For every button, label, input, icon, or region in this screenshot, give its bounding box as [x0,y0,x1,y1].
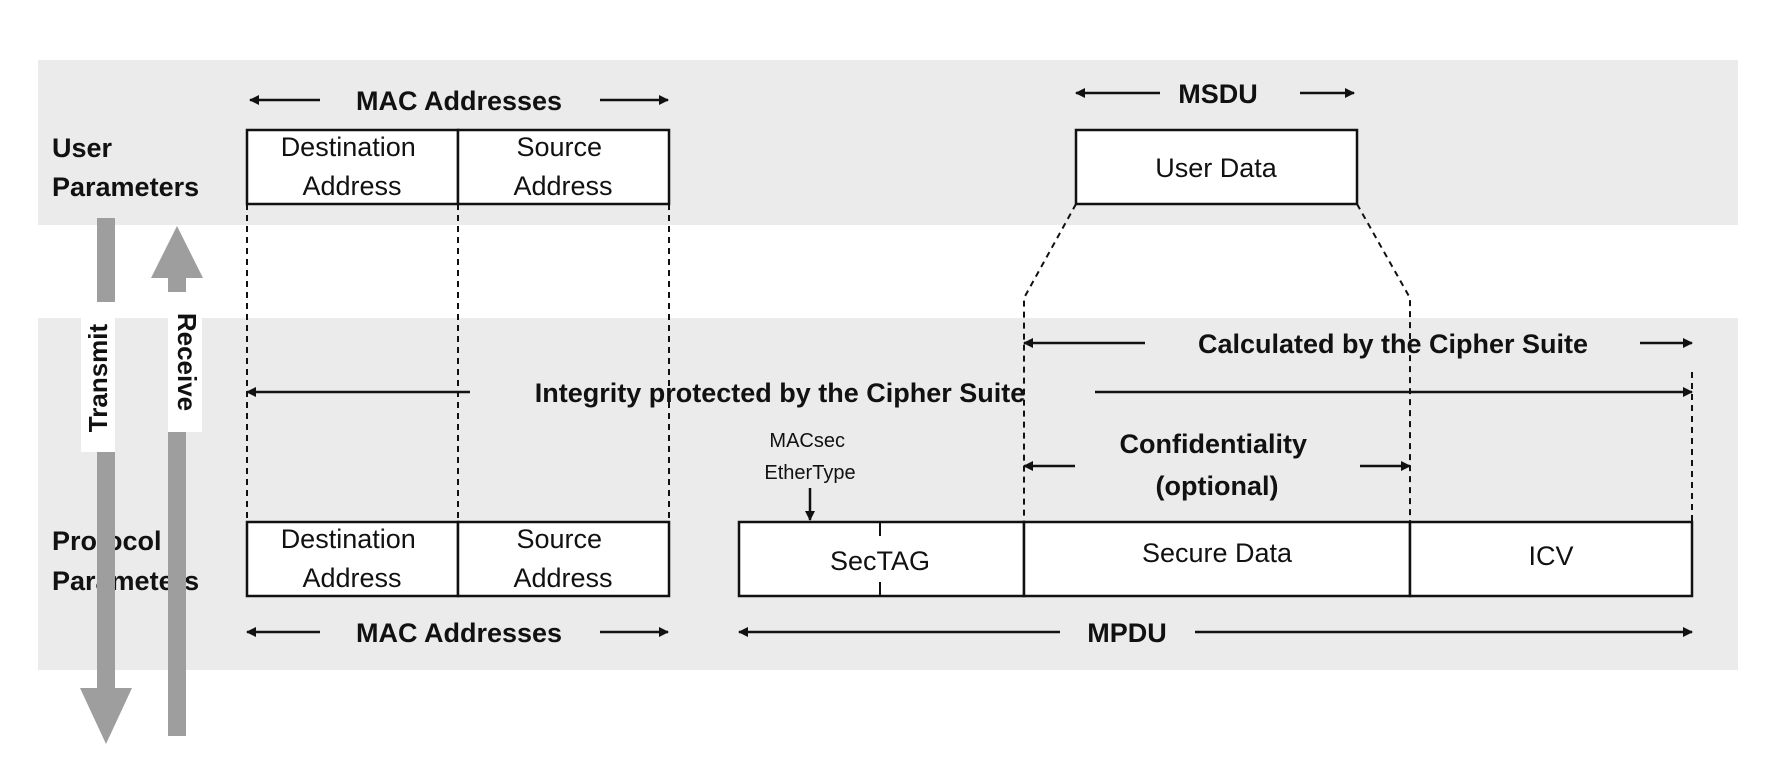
protocol-parameters-band [38,318,1738,670]
sectag-label: SecTAG [830,546,930,576]
macsec-ethertype-label: MACsec EtherType [764,430,855,484]
user-data-expansion-lines [1023,203,1693,522]
msdu-label: MSDU [1178,79,1258,109]
sectag-box [737,520,1026,598]
user-data-box [1074,128,1359,206]
source-address-bottom-box [456,520,671,598]
destination-address-bottom-label: Destination Address [281,524,424,593]
destination-address-top-label: Destination Address [281,132,424,201]
destination-address-top-box [245,128,460,206]
calculated-label: Calculated by the Cipher Suite [1198,329,1588,359]
user-parameters-label: User Parameters [52,133,199,202]
icv-box [1408,520,1694,598]
mac-addresses-bottom-label: MAC Addresses [356,618,562,648]
mpdu-label: MPDU [1087,618,1167,648]
integrity-label: Integrity protected by the Cipher Suite [535,378,1026,408]
confidentiality-label: Confidentiality (optional) [1119,429,1314,501]
source-address-top-box [456,128,671,206]
receive-label: Receive [172,313,202,411]
secure-data-label: Secure Data [1142,538,1293,568]
mac-dashed-guides [246,204,670,522]
mac-addresses-top-label: MAC Addresses [356,86,562,116]
source-address-top-label: Source Address [513,132,612,201]
secure-data-box [1022,520,1412,598]
transmit-label: Transmit [83,323,113,432]
icv-label: ICV [1528,541,1573,571]
source-address-bottom-label: Source Address [513,524,612,593]
user-data-label: User Data [1155,153,1278,183]
